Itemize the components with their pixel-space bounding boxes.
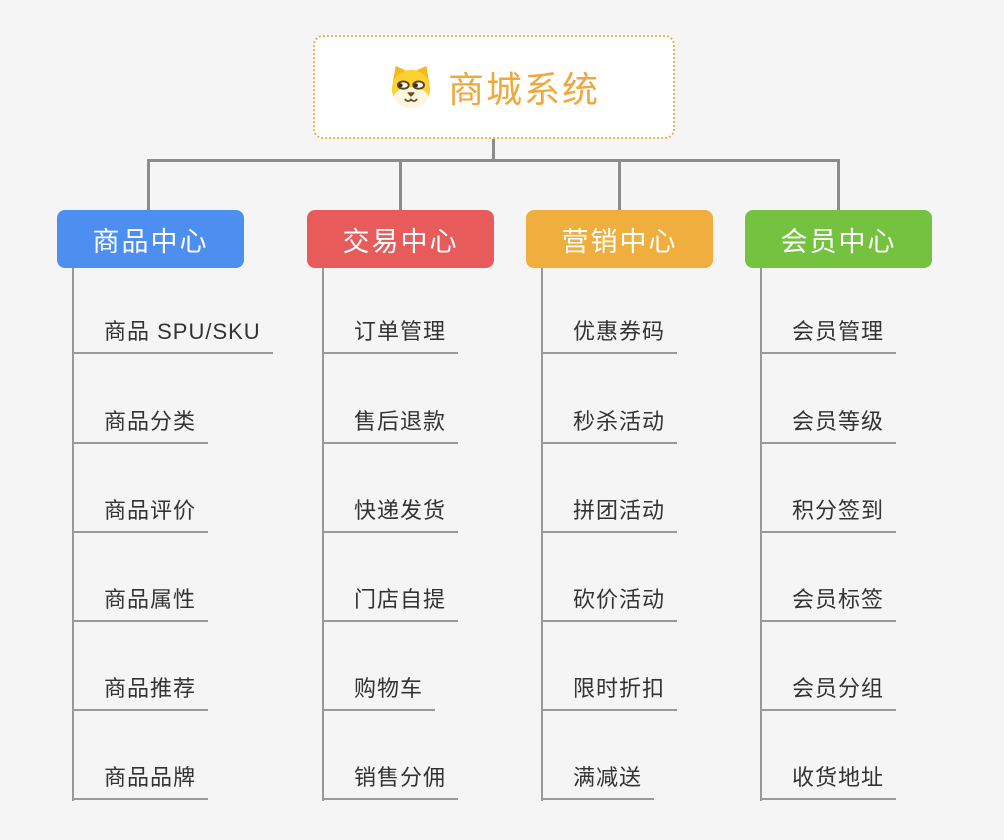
branch-column-1: 商品中心商品 SPU/SKU 商品分类商品评价商品属性商品推荐商品品牌 — [57, 0, 273, 840]
leaf-topic[interactable]: 商品属性 — [72, 580, 209, 622]
leaf-topic[interactable]: 优惠券码 — [541, 312, 678, 354]
branch-spine-line — [541, 268, 543, 801]
leaf-topic[interactable]: 售后退款 — [322, 402, 459, 444]
connector-branch-drop-2 — [399, 159, 402, 211]
leaf-topic[interactable]: 商品分类 — [72, 402, 209, 444]
leaf-topic[interactable]: 满减送 — [541, 758, 655, 800]
branch-node[interactable]: 营销中心 — [526, 210, 713, 268]
leaf-topic[interactable]: 收货地址 — [760, 758, 897, 800]
leaf-topic[interactable]: 秒杀活动 — [541, 402, 678, 444]
leaf-topic[interactable]: 商品评价 — [72, 491, 209, 533]
connector-root-drop — [492, 138, 495, 161]
leaf-topic[interactable]: 订单管理 — [322, 312, 459, 354]
shiba-dog-icon — [391, 65, 431, 109]
leaf-topic[interactable]: 门店自提 — [322, 580, 459, 622]
branch-node[interactable]: 交易中心 — [307, 210, 494, 268]
branch-column-3: 营销中心优惠券码秒杀活动拼团活动砍价活动限时折扣满减送 — [526, 0, 713, 840]
connector-branch-drop-4 — [837, 159, 840, 211]
leaf-topic[interactable]: 销售分佣 — [322, 758, 459, 800]
leaf-topic[interactable]: 会员标签 — [760, 580, 897, 622]
leaf-topic[interactable]: 会员等级 — [760, 402, 897, 444]
leaf-topic[interactable]: 砍价活动 — [541, 580, 678, 622]
connector-branch-drop-3 — [618, 159, 621, 211]
leaf-topic[interactable]: 购物车 — [322, 669, 436, 711]
root-node[interactable]: 商城系统 — [313, 35, 675, 139]
leaf-topic[interactable]: 商品品牌 — [72, 758, 209, 800]
leaf-topic[interactable]: 商品推荐 — [72, 669, 209, 711]
root-title: 商城系统 — [447, 69, 600, 110]
leaf-topic[interactable]: 拼团活动 — [541, 491, 678, 533]
leaf-topic[interactable]: 会员管理 — [760, 312, 897, 354]
branch-spine-line — [760, 268, 762, 801]
leaf-topic[interactable]: 快递发货 — [322, 491, 459, 533]
leaf-topic[interactable]: 会员分组 — [760, 669, 897, 711]
branch-node[interactable]: 商品中心 — [57, 210, 244, 268]
branch-column-4: 会员中心会员管理会员等级积分签到会员标签会员分组收货地址 — [745, 0, 932, 840]
branch-spine-line — [322, 268, 324, 801]
branch-node[interactable]: 会员中心 — [745, 210, 932, 268]
connector-branch-drop-1 — [147, 159, 150, 211]
connector-horizontal-bus — [147, 159, 840, 162]
leaf-topic[interactable]: 积分签到 — [760, 491, 897, 533]
leaf-topic[interactable]: 商品 SPU/SKU — [72, 312, 273, 354]
leaf-topic[interactable]: 限时折扣 — [541, 669, 678, 711]
branch-spine-line — [72, 268, 74, 801]
branch-column-2: 交易中心订单管理售后退款快递发货门店自提购物车销售分佣 — [307, 0, 494, 840]
